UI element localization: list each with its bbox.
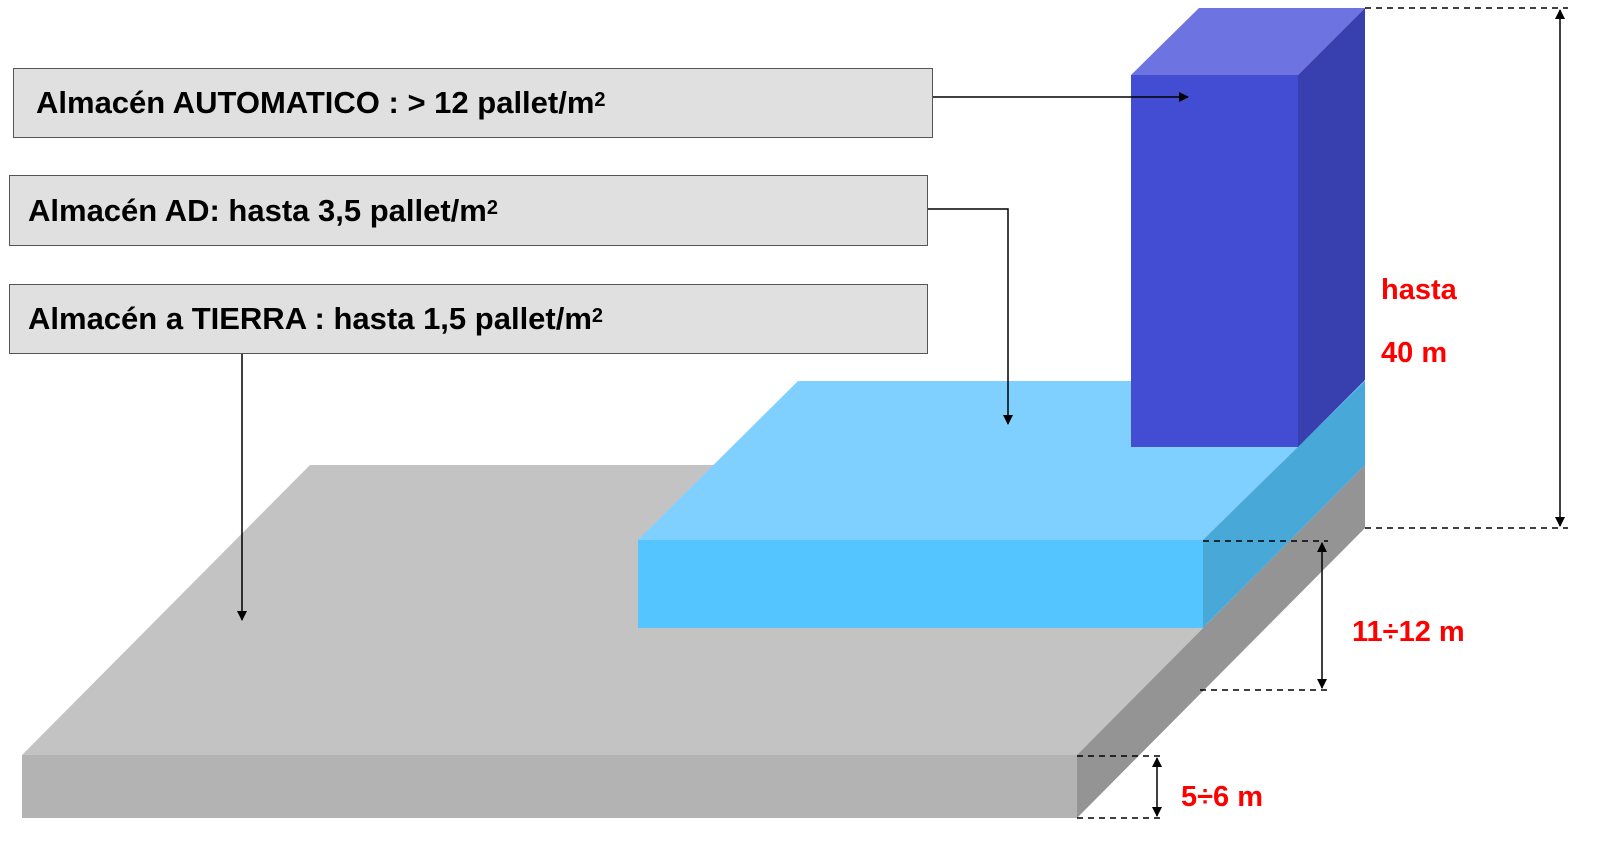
pointer-arrows: [237, 92, 1189, 621]
automatic-tower-side: [1298, 8, 1365, 447]
rack-block-side: [1203, 381, 1365, 628]
label-ad-text: Almacén AD: hasta 3,5 pallet/m: [28, 192, 487, 228]
ground-height-label: 5÷6 m: [1181, 781, 1264, 813]
automatic-tower-top: [1131, 8, 1365, 75]
rack-height-label: 11÷12 m: [1352, 616, 1465, 648]
dimension-lines: [1077, 7, 1568, 819]
automatic-tower-front: [1131, 75, 1298, 447]
tower-height-label-line1: hasta: [1381, 274, 1457, 306]
label-automatic-text: Almacén AUTOMATICO : > 12 pallet/m: [36, 85, 595, 120]
automatic-tower: [1131, 8, 1365, 447]
ad-pointer-arrow: [928, 208, 1013, 425]
rack-block-front: [638, 540, 1203, 628]
tower-height-label-line2: 40 m: [1381, 337, 1448, 369]
ground-slab-front: [22, 755, 1077, 818]
ground-slab-side: [1077, 465, 1365, 818]
label-ground-text: Almacén a TIERRA : hasta 1,5 pallet/m: [28, 301, 592, 336]
